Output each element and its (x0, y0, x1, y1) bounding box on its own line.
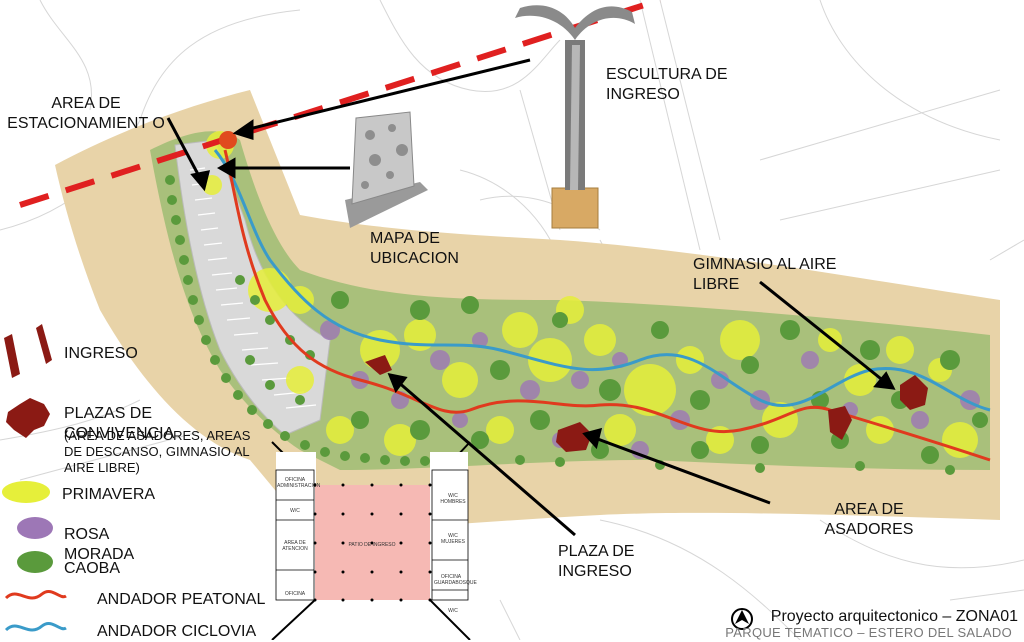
plan-oficina-admin: OFICINA ADMINISTRACION (277, 477, 321, 489)
gimnasio-marker (900, 375, 928, 410)
floor-plan (271, 441, 471, 640)
mapa-illustration (345, 111, 428, 228)
ciclovia-legend-line (4, 622, 67, 632)
legend-rosa-morada: ROSA MORADA (64, 526, 135, 563)
plan-oficina: OFICINA (284, 591, 306, 597)
legend-plazas-detail: (AREA DE ASADORES, AREAS DE DESCANSO, GI… (64, 428, 251, 475)
label-escultura: ESCULTURA DE INGRESO (606, 66, 728, 103)
plaza-markers (365, 355, 928, 452)
label-estacionamiento: AREA DE ESTACIONAMIENT O (7, 95, 165, 132)
project-title: Proyecto arquitectonico – ZONA01 (770, 608, 1018, 625)
legend-primavera: PRIMAVERA (62, 486, 156, 503)
asadores-east-marker (828, 406, 852, 440)
caoba-trees (165, 175, 988, 475)
plan-area-atencion: AREA DE ATENCION (282, 540, 308, 552)
plaza-ingreso-marker (365, 355, 392, 375)
peatonal-legend-line (4, 590, 67, 600)
label-mapa: MAPA DE UBICACION (370, 230, 459, 267)
area-asadores-marker (556, 422, 592, 452)
project-subtitle: PARQUE TEMATICO – ESTERO DEL SALADO (725, 625, 1012, 640)
plan-oficina-guardabosque: OFICINA GUARDABOSQUE (434, 574, 477, 586)
ingreso-icon (4, 324, 52, 378)
plan-patio: PATIO DE INGRESO (348, 542, 396, 548)
legend-plazas-title: PLAZAS DE CONVIVENCIA (64, 405, 175, 442)
peatonal-path (223, 149, 991, 462)
plaza-icon (6, 398, 50, 438)
caoba-legend-swatch (17, 551, 53, 573)
legend-andador-peatonal: ANDADOR PEATONAL (97, 591, 266, 608)
ciclovia-path (213, 149, 991, 412)
legend-caoba: CAOBA (64, 560, 121, 577)
escultura-illustration (515, 5, 635, 229)
callout-arrows (166, 58, 896, 537)
legend-ingreso: INGRESO (64, 345, 138, 362)
north-arrow-icon (731, 608, 753, 630)
rosa-morada-legend-swatch (17, 517, 53, 539)
boundary-dashed-line (19, 0, 661, 208)
plan-wc-mujeres: W/C MUJERES (441, 533, 465, 545)
ingreso-marker (219, 131, 237, 149)
parking-stripes (189, 167, 317, 409)
primavera-legend-swatch (2, 481, 50, 503)
legend-andador-ciclovia: ANDADOR CICLOVIA (97, 623, 257, 640)
plan-wc: W/C (290, 508, 300, 514)
label-plaza: PLAZA DE INGRESO (558, 543, 635, 580)
label-asadores: AREA DE ASADORES (824, 501, 914, 538)
plan-wc2: W/C (448, 608, 458, 614)
label-gimnasio: GIMNASIO AL AIRE LIBRE (693, 256, 837, 293)
plan-wc-hombres: W/C HOMBRES (440, 493, 466, 505)
